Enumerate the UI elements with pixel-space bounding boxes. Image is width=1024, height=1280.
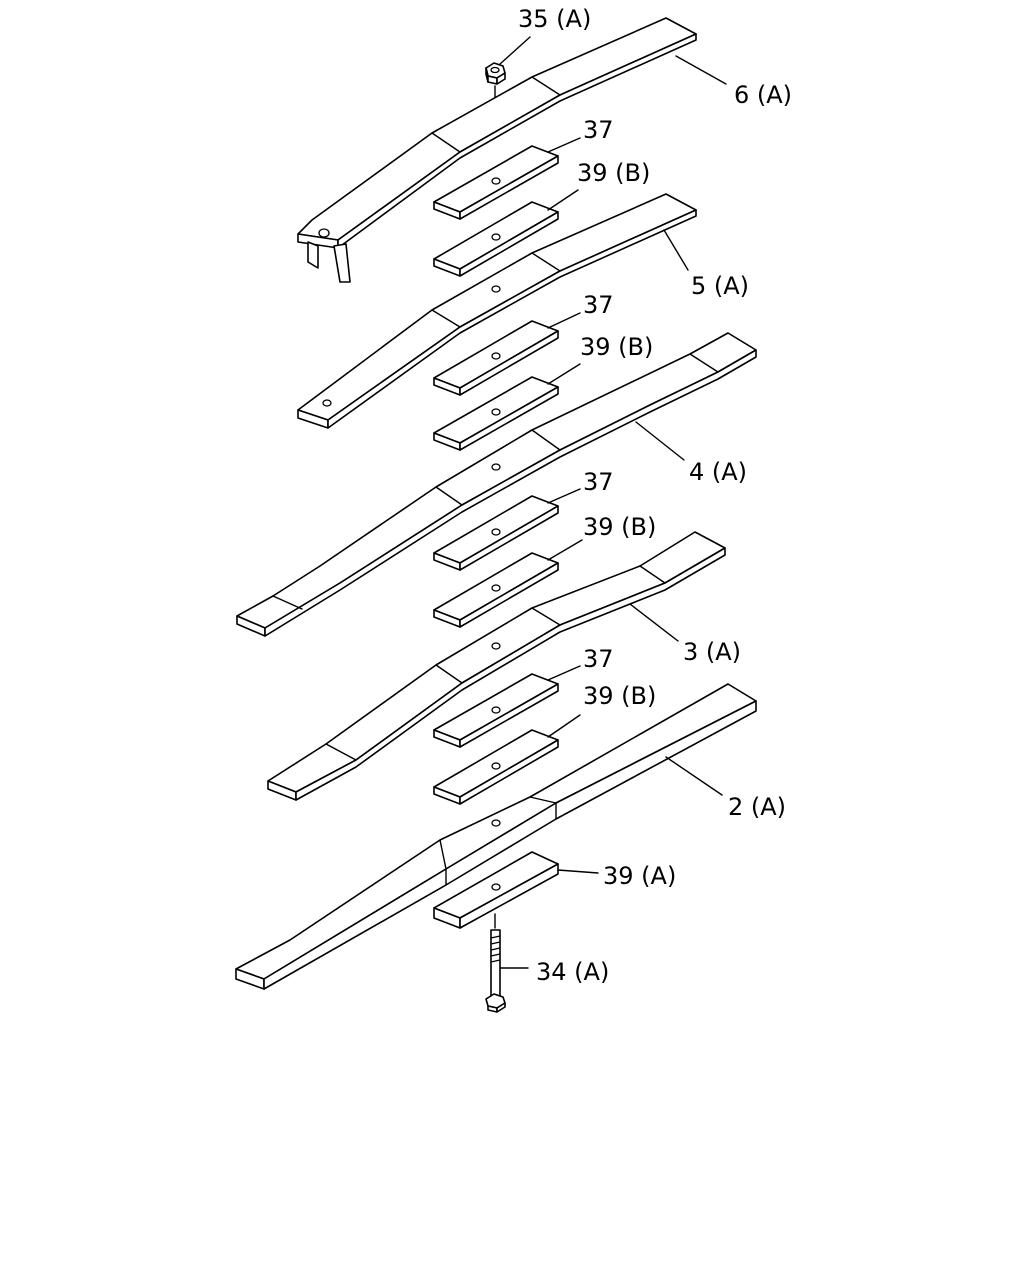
label-37-2: 37: [583, 291, 614, 319]
plate-37-second: [433, 320, 559, 396]
plate-37-third: [433, 495, 559, 571]
label-5a: 5 (A): [691, 272, 749, 300]
leaf-4a: [236, 332, 757, 637]
leaf-5a: [297, 193, 697, 429]
spacer-39b-third: [433, 552, 559, 628]
label-2a: 2 (A): [728, 793, 786, 821]
label-35a: 35 (A): [518, 5, 591, 33]
spacer-39b-second: [433, 376, 559, 451]
label-4a: 4 (A): [689, 458, 747, 486]
label-39b-2: 39 (B): [580, 333, 653, 361]
leaf-2a: [235, 683, 757, 990]
label-3a: 3 (A): [683, 638, 741, 666]
leaf-3a: [267, 531, 726, 801]
label-37-4: 37: [583, 645, 614, 673]
label-39b-1: 39 (B): [577, 159, 650, 187]
plate-37-upper: [433, 145, 559, 220]
label-39b-3: 39 (B): [583, 513, 656, 541]
label-34a: 34 (A): [536, 958, 609, 986]
plate-37-fourth: [433, 673, 559, 748]
label-37-1: 37: [583, 116, 614, 144]
leaf-6a: [297, 17, 697, 283]
bolt-34a: [485, 913, 506, 1013]
leader-lines: [499, 36, 727, 969]
label-39b-4: 39 (B): [583, 682, 656, 710]
spacer-39b-fourth: [433, 729, 559, 805]
spacer-39a: [433, 851, 559, 929]
spacer-39b-upper: [433, 201, 559, 277]
label-6a: 6 (A): [734, 81, 792, 109]
label-37-3: 37: [583, 468, 614, 496]
label-39a: 39 (A): [603, 862, 676, 890]
